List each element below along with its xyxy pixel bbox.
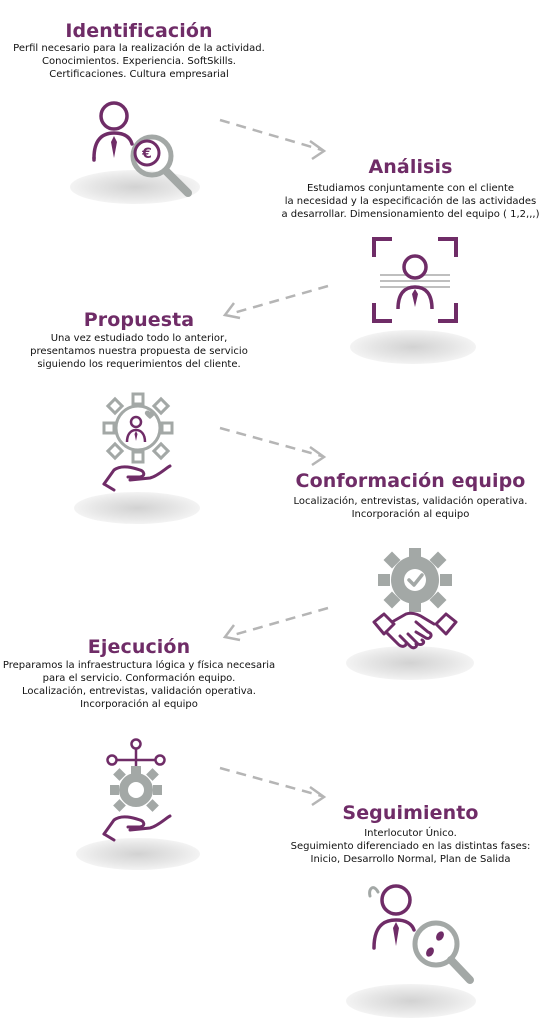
- person-footsteps-magnifier-icon: [368, 884, 474, 984]
- step-description: Interlocutor Único. Seguimiento diferenc…: [290, 828, 531, 865]
- step-description: Perfil necesario para la realización de …: [13, 43, 265, 80]
- flow-arrow: [219, 426, 327, 467]
- step-identificacion: Identificación Perfil necesario para la …: [0, 20, 278, 81]
- icon-shadow: [74, 492, 200, 524]
- step-title: Conformación equipo: [295, 470, 526, 492]
- svg-text:€: €: [141, 146, 152, 162]
- step-conformacion-equipo: Conformación equipo Localización, entrev…: [270, 470, 551, 521]
- step-title: Ejecución: [87, 636, 191, 658]
- flow-arrow: [219, 118, 327, 161]
- step-description: Preparamos la infraestructura lógica y f…: [2, 660, 276, 710]
- step-propuesta: Propuesta Una vez estudiado todo lo ante…: [0, 309, 278, 371]
- icon-shadow: [346, 984, 476, 1018]
- step-title: Propuesta: [83, 309, 195, 331]
- step-ejecucion: Ejecución Preparamos la infraestructura …: [0, 636, 278, 711]
- step-description: Localización, entrevistas, validación op…: [293, 496, 528, 520]
- step-title: Seguimiento: [342, 802, 479, 824]
- icon-shadow: [76, 838, 200, 870]
- step-title: Análisis: [368, 156, 453, 178]
- network-gear-hand-icon: [102, 738, 172, 842]
- icon-shadow: [346, 646, 474, 680]
- gear-check-handshake-icon: [372, 548, 458, 650]
- person-money-magnifier-icon: €: [92, 101, 192, 197]
- step-description: Estudiamos conjuntamente con el cliente …: [281, 183, 540, 220]
- step-analisis: Análisis Estudiamos conjuntamente con el…: [270, 156, 551, 221]
- person-scan-frame-icon: [372, 237, 458, 323]
- gear-person-hand-icon: [102, 392, 174, 492]
- flow-arrow: [222, 284, 329, 320]
- step-seguimiento: Seguimiento Interlocutor Único. Seguimie…: [270, 802, 551, 866]
- flow-arrow: [219, 766, 327, 807]
- flow-arrow: [222, 606, 329, 642]
- step-title: Identificación: [65, 20, 213, 42]
- icon-shadow: [350, 330, 476, 364]
- step-description: Una vez estudiado todo lo anterior, pres…: [30, 333, 248, 370]
